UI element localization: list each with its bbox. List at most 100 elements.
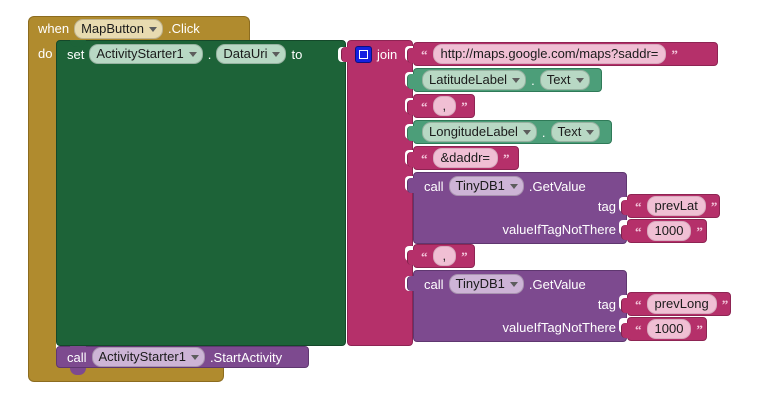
- value-plug: [407, 178, 416, 193]
- call-tinydb1-getvalue-prevlong[interactable]: call TinyDB1 .GetValue tag valueIfTagNot…: [407, 270, 627, 342]
- set-component-dropdown[interactable]: ActivityStarter1: [89, 44, 203, 64]
- text-comma-value[interactable]: ,: [432, 96, 457, 116]
- chevron-down-icon[interactable]: [190, 355, 199, 360]
- text-block-daddr[interactable]: “ &daddr= ”: [407, 146, 519, 170]
- value-plug: [407, 126, 416, 141]
- event-when-label: when: [38, 21, 70, 36]
- join-block[interactable]: join: [341, 40, 413, 346]
- getter-component-dropdown[interactable]: LatitudeLabel: [422, 70, 527, 90]
- set-keyword-label: set: [67, 46, 85, 62]
- getter-component-label: LatitudeLabel: [429, 72, 508, 87]
- call-tinydb1-getvalue-prevlat[interactable]: call TinyDB1 .GetValue tag valueIfTagNot…: [407, 172, 627, 244]
- call-keyword-label: call: [424, 276, 444, 292]
- chevron-down-icon[interactable]: [148, 26, 157, 32]
- value-plug: [407, 276, 416, 291]
- close-quote-icon: ”: [710, 198, 718, 214]
- call-keyword-label: call: [424, 178, 444, 194]
- text-prevlat-default-value[interactable]: 1000: [646, 221, 692, 241]
- call-component-dropdown[interactable]: TinyDB1: [448, 274, 524, 294]
- chevron-down-icon[interactable]: [512, 78, 521, 83]
- chevron-down-icon[interactable]: [522, 130, 531, 135]
- call-arg-tag-label: tag: [597, 297, 616, 312]
- chevron-down-icon[interactable]: [509, 282, 518, 287]
- text-prevlat-value[interactable]: prevLat: [646, 196, 706, 216]
- open-quote-icon: “: [635, 198, 642, 214]
- call-activitystarter1-startactivity[interactable]: call ActivityStarter1 .StartActivity: [56, 346, 309, 368]
- text-block-prevlong-default[interactable]: “ 1000 ”: [621, 317, 707, 341]
- value-plug: [407, 250, 416, 265]
- chevron-down-icon[interactable]: [188, 52, 197, 57]
- value-plug: [407, 100, 416, 115]
- getter-component-label: LongitudeLabel: [429, 124, 518, 139]
- text-url-value[interactable]: http://maps.google.com/maps?saddr=: [432, 44, 667, 64]
- set-property-label: DataUri: [223, 46, 268, 61]
- close-quote-icon: ”: [671, 46, 678, 62]
- getter-dot-label: .: [531, 72, 535, 88]
- event-component-dropdown[interactable]: MapButton: [74, 18, 163, 39]
- startactivity-keyword-label: call: [67, 349, 87, 365]
- getter-latitudelabel-text[interactable]: LatitudeLabel . Text: [407, 68, 602, 92]
- call-arg-tag-label: tag: [597, 199, 616, 214]
- startactivity-component-label: ActivityStarter1: [98, 349, 186, 364]
- value-plug: [621, 200, 630, 215]
- text-prevlong-value[interactable]: prevLong: [646, 294, 717, 314]
- event-block-body: [28, 40, 56, 364]
- text-comma-value[interactable]: ,: [432, 246, 457, 266]
- set-property-dropdown[interactable]: DataUri: [216, 44, 287, 64]
- getter-property-dropdown[interactable]: Text: [550, 122, 601, 142]
- value-plug: [407, 48, 416, 63]
- setter-top-notch: [70, 40, 86, 47]
- close-quote-icon: ”: [461, 248, 468, 264]
- set-dot-label: .: [207, 46, 212, 62]
- event-component-label: MapButton: [81, 20, 144, 36]
- open-quote-icon: “: [421, 98, 428, 114]
- open-quote-icon: “: [635, 296, 642, 312]
- close-quote-icon: ”: [696, 321, 703, 337]
- event-block-header[interactable]: when MapButton .Click: [28, 16, 250, 40]
- text-block-prevlong[interactable]: “ prevLong ”: [621, 292, 731, 316]
- event-do-label: do: [38, 46, 53, 61]
- event-name-label: .Click: [167, 21, 200, 36]
- open-quote-icon: “: [421, 46, 428, 62]
- text-daddr-value[interactable]: &daddr=: [432, 148, 499, 168]
- chevron-down-icon[interactable]: [272, 52, 281, 57]
- join-output-plug: [341, 47, 350, 62]
- value-plug: [621, 323, 630, 338]
- startactivity-top-notch: [70, 346, 86, 353]
- getter-property-dropdown[interactable]: Text: [539, 70, 590, 90]
- set-datauri-block[interactable]: set ActivityStarter1 . DataUri to: [56, 40, 346, 346]
- chevron-down-icon[interactable]: [509, 184, 518, 189]
- call-component-dropdown[interactable]: TinyDB1: [448, 176, 524, 196]
- close-quote-icon: ”: [721, 296, 729, 312]
- text-block-url[interactable]: “ http://maps.google.com/maps?saddr= ”: [407, 42, 718, 66]
- join-label: join: [377, 46, 398, 62]
- value-plug: [407, 74, 416, 89]
- getter-dot-label: .: [541, 124, 546, 140]
- call-arg-default-label: valueIfTagNotThere: [502, 222, 616, 237]
- chevron-down-icon[interactable]: [586, 130, 595, 135]
- call-arg-default-label: valueIfTagNotThere: [502, 320, 616, 335]
- getter-property-label: Text: [557, 124, 582, 139]
- value-plug: [407, 152, 416, 167]
- call-method-label: .GetValue: [528, 178, 586, 194]
- startactivity-bottom-notch: [70, 368, 86, 375]
- call-component-label: TinyDB1: [455, 276, 505, 291]
- open-quote-icon: “: [421, 150, 428, 166]
- getter-longitudelabel-text[interactable]: LongitudeLabel . Text: [407, 120, 612, 144]
- text-prevlong-default-value[interactable]: 1000: [646, 319, 692, 339]
- startactivity-method-label: .StartActivity: [209, 349, 283, 365]
- text-block-prevlat[interactable]: “ prevLat ”: [621, 194, 720, 218]
- event-do-row: do: [28, 40, 60, 68]
- value-plug: [621, 225, 630, 240]
- text-block-comma-2[interactable]: “ , ”: [407, 244, 475, 268]
- text-block-comma-1[interactable]: “ , ”: [407, 94, 475, 118]
- getter-component-dropdown[interactable]: LongitudeLabel: [422, 122, 537, 142]
- startactivity-component-dropdown[interactable]: ActivityStarter1: [91, 347, 205, 367]
- value-plug: [621, 298, 630, 313]
- chevron-down-icon[interactable]: [575, 78, 584, 83]
- call-component-label: TinyDB1: [455, 178, 505, 193]
- text-block-prevlat-default[interactable]: “ 1000 ”: [621, 219, 707, 243]
- mutator-gear-icon[interactable]: [355, 45, 372, 63]
- close-quote-icon: ”: [696, 223, 703, 239]
